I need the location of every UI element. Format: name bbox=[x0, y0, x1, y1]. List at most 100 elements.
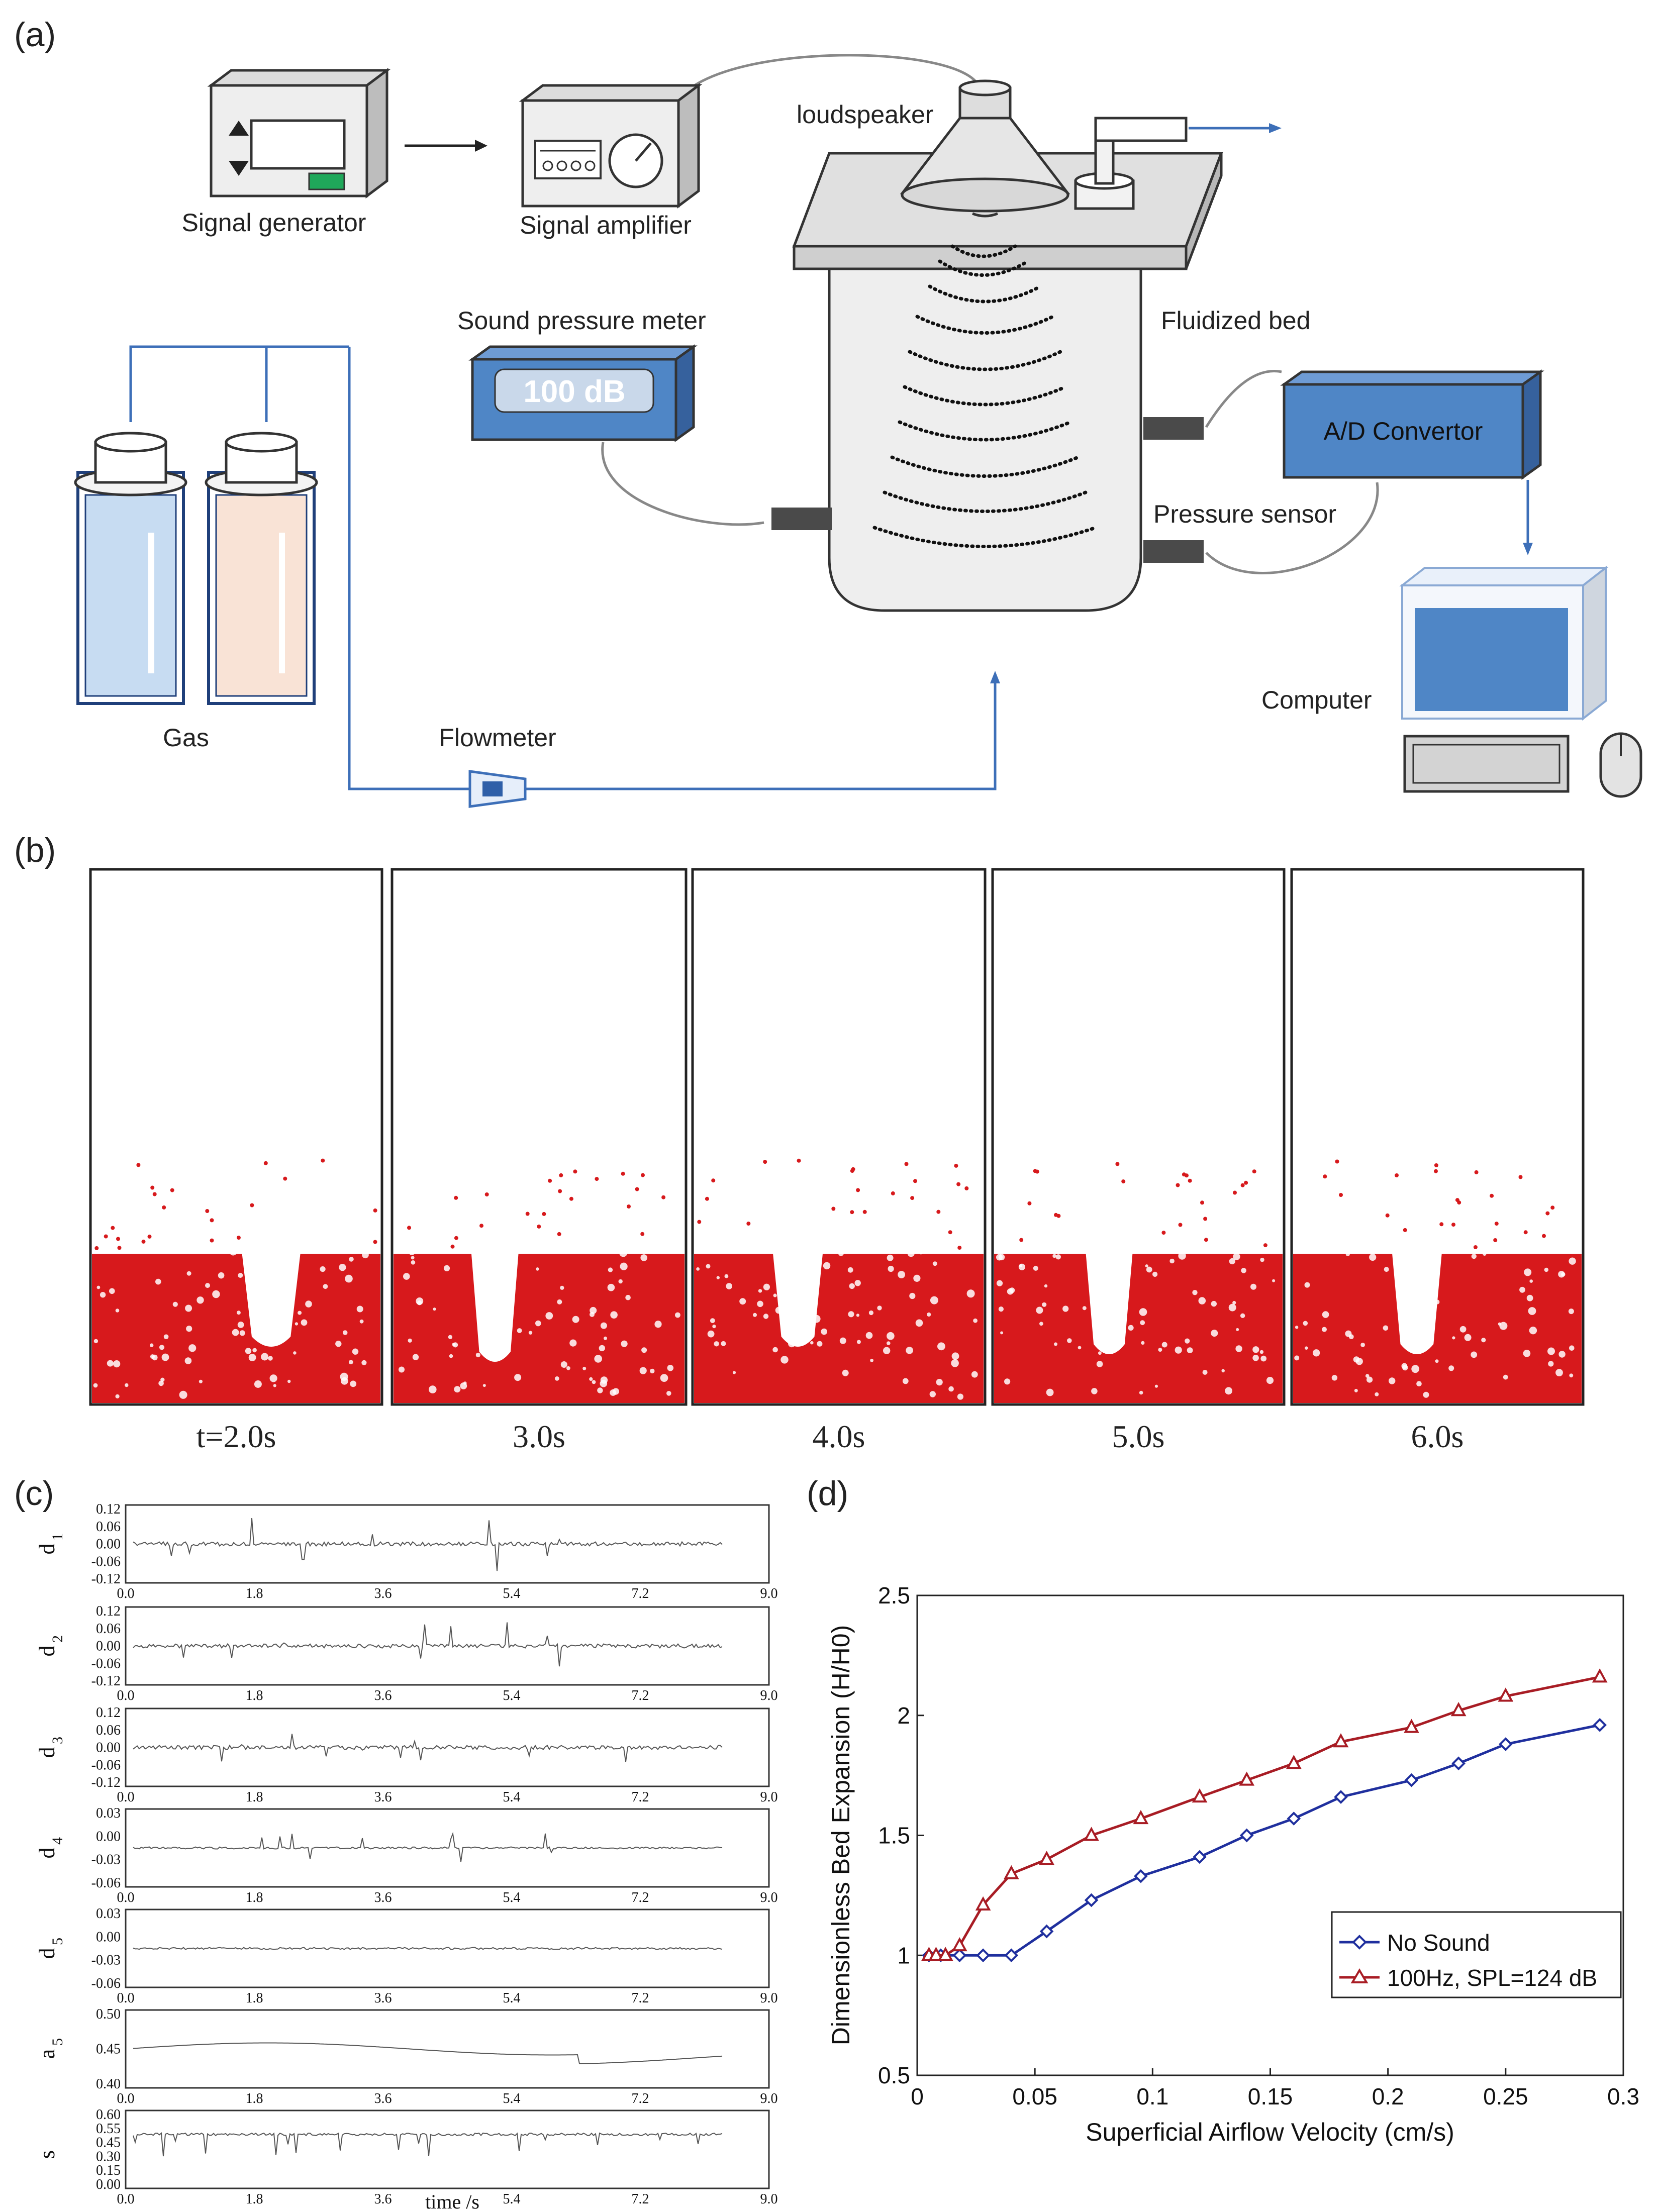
wavelet-x-tick: 1.8 bbox=[246, 2191, 263, 2207]
generator-to-amplifier-arrow bbox=[405, 140, 487, 152]
outlet-pipe bbox=[1074, 117, 1282, 210]
wavelet-x-tick: 0.0 bbox=[117, 2091, 135, 2106]
wavelet-x-tick: 0.0 bbox=[117, 1789, 135, 1805]
wavelet-x-tick: 0.0 bbox=[117, 1586, 135, 1601]
chart-point-triangle bbox=[1333, 1733, 1349, 1748]
chart-point-triangle bbox=[928, 1947, 944, 1961]
pressure-port-upper bbox=[1143, 417, 1204, 440]
pressure-port-left bbox=[771, 508, 832, 530]
particle-specks bbox=[696, 1158, 978, 1400]
wavelet-y-tick: 0.40 bbox=[96, 2076, 121, 2092]
chart-point-triangle bbox=[1286, 1755, 1302, 1769]
convertor-to-computer-arrow bbox=[1523, 480, 1533, 555]
wavelet-y-tick: -0.12 bbox=[91, 1571, 121, 1587]
chart-point-diamond bbox=[1193, 1850, 1207, 1864]
wavelet-y-tick: 0.00 bbox=[96, 1537, 121, 1552]
chart-point-triangle bbox=[1003, 1865, 1019, 1879]
bubble-void bbox=[242, 1254, 301, 1347]
chart-legend-box bbox=[1331, 1911, 1622, 1998]
wavelet-y-tick: 0.12 bbox=[96, 1603, 121, 1619]
wavelet-row-label: d bbox=[35, 1747, 59, 1758]
chart-y-tick-label: 2.5 bbox=[878, 1582, 910, 1608]
wavelet-row-label: d bbox=[35, 1646, 59, 1657]
wavelet-y-tick: 0.12 bbox=[96, 1705, 121, 1721]
chart-y-tick-label: 0.5 bbox=[878, 2062, 910, 2088]
chart-point-triangle bbox=[1039, 1851, 1054, 1865]
chart-x-tick-label: 0.1 bbox=[1136, 2083, 1168, 2109]
chart-point-triangle bbox=[951, 1937, 967, 1952]
panel-label-b: (b) bbox=[14, 831, 56, 869]
wavelet-x-tick: 7.2 bbox=[632, 1890, 649, 1905]
wavelet-axes-box bbox=[125, 1707, 770, 1787]
wavelet-x-tick: 5.4 bbox=[503, 1890, 521, 1905]
wavelet-x-tick: 7.2 bbox=[632, 1789, 649, 1805]
ad-convertor bbox=[1280, 369, 1544, 480]
wavelet-x-tick: 5.4 bbox=[503, 2191, 521, 2207]
sound-wave-arcs bbox=[872, 244, 1098, 548]
wavelet-x-tick: 0.0 bbox=[117, 1688, 135, 1703]
chart-point-triangle bbox=[975, 1896, 991, 1911]
chart-x-tick-label: 0.15 bbox=[1248, 2083, 1293, 2109]
chart-point-triangle bbox=[1404, 1719, 1419, 1733]
particle-specks bbox=[1294, 1159, 1576, 1398]
chart-point-triangle bbox=[1239, 1771, 1255, 1786]
wavelet-x-tick: 9.0 bbox=[760, 1688, 778, 1703]
wavelet-x-tick: 9.0 bbox=[760, 1789, 778, 1805]
signal-generator-label: Signal generator bbox=[182, 209, 366, 237]
chart-x-tick-label: 0.25 bbox=[1483, 2083, 1528, 2109]
wavelet-trace bbox=[133, 1947, 723, 1950]
wavelet-trace bbox=[133, 2132, 723, 2157]
gas-cylinder-peach bbox=[205, 432, 318, 705]
wavelet-x-tick: 7.2 bbox=[632, 2191, 649, 2207]
wavelet-y-tick: -0.03 bbox=[91, 1953, 121, 1968]
snapshot-time-label: 5.0s bbox=[1112, 1419, 1165, 1454]
chart-point-diamond bbox=[1287, 1812, 1301, 1826]
chart-plot-area bbox=[916, 1594, 1624, 2076]
chart-point-triangle bbox=[1084, 1827, 1099, 1841]
wavelet-row-subscript: 5 bbox=[49, 1938, 66, 1945]
chart-point-diamond bbox=[1593, 1718, 1607, 1732]
chart-x-axis-label: Superficial Airflow Velocity (cm/s) bbox=[1086, 2118, 1454, 2146]
computer-label: Computer bbox=[1261, 686, 1372, 714]
wavelet-row-label: d bbox=[35, 1848, 59, 1859]
panel-label-d: (d) bbox=[807, 1474, 848, 1513]
chart-point-diamond bbox=[1134, 1869, 1148, 1883]
chart-point-triangle bbox=[1592, 1668, 1608, 1683]
mouse-icon bbox=[1599, 732, 1642, 798]
wavelet-trace bbox=[133, 2042, 723, 2064]
wavelet-x-tick: 3.6 bbox=[374, 1890, 392, 1905]
wavelet-x-tick: 5.4 bbox=[503, 1789, 521, 1805]
particle-specks bbox=[996, 1162, 1276, 1396]
wavelet-x-tick: 1.8 bbox=[246, 1789, 263, 1805]
panel-label-a: (a) bbox=[14, 16, 56, 54]
fluidized-bed-label: Fluidized bed bbox=[1161, 307, 1310, 335]
wavelet-x-tick: 9.0 bbox=[760, 2191, 778, 2207]
chart-x-tick-label: 0.3 bbox=[1607, 2083, 1639, 2109]
sound-pressure-meter-label: Sound pressure meter bbox=[457, 307, 706, 335]
wavelet-row-label: a bbox=[35, 2049, 59, 2059]
sound-pressure-meter bbox=[468, 344, 698, 442]
particle-bed bbox=[694, 1254, 984, 1403]
wavelet-axes-box bbox=[125, 2009, 770, 2089]
sound-pressure-reading: 100 dB bbox=[523, 374, 625, 409]
gas-to-bed-arrowhead bbox=[990, 671, 1000, 683]
wavelet-x-tick: 7.2 bbox=[632, 1990, 649, 2006]
wavelet-x-tick: 1.8 bbox=[246, 1890, 263, 1905]
wavelet-x-tick: 1.8 bbox=[246, 1688, 263, 1703]
wavelet-y-tick: -0.12 bbox=[91, 1673, 121, 1689]
wavelet-y-tick: 0.03 bbox=[96, 1906, 121, 1922]
wavelet-row-label: d bbox=[35, 1544, 59, 1555]
gas-cylinder-blue bbox=[74, 432, 187, 705]
wavelet-x-tick: 5.4 bbox=[503, 1688, 521, 1703]
wavelet-y-tick: -0.06 bbox=[91, 1656, 121, 1671]
chart-point-diamond bbox=[1499, 1737, 1513, 1751]
wavelet-y-tick: -0.06 bbox=[91, 1554, 121, 1569]
chart-point-diamond bbox=[1084, 1893, 1099, 1907]
wavelet-y-tick: 0.30 bbox=[96, 2149, 121, 2164]
wavelet-y-tick: 0.06 bbox=[96, 1621, 121, 1637]
wavelet-y-tick: 0.00 bbox=[96, 2177, 121, 2192]
wavelet-x-tick: 7.2 bbox=[632, 2091, 649, 2106]
